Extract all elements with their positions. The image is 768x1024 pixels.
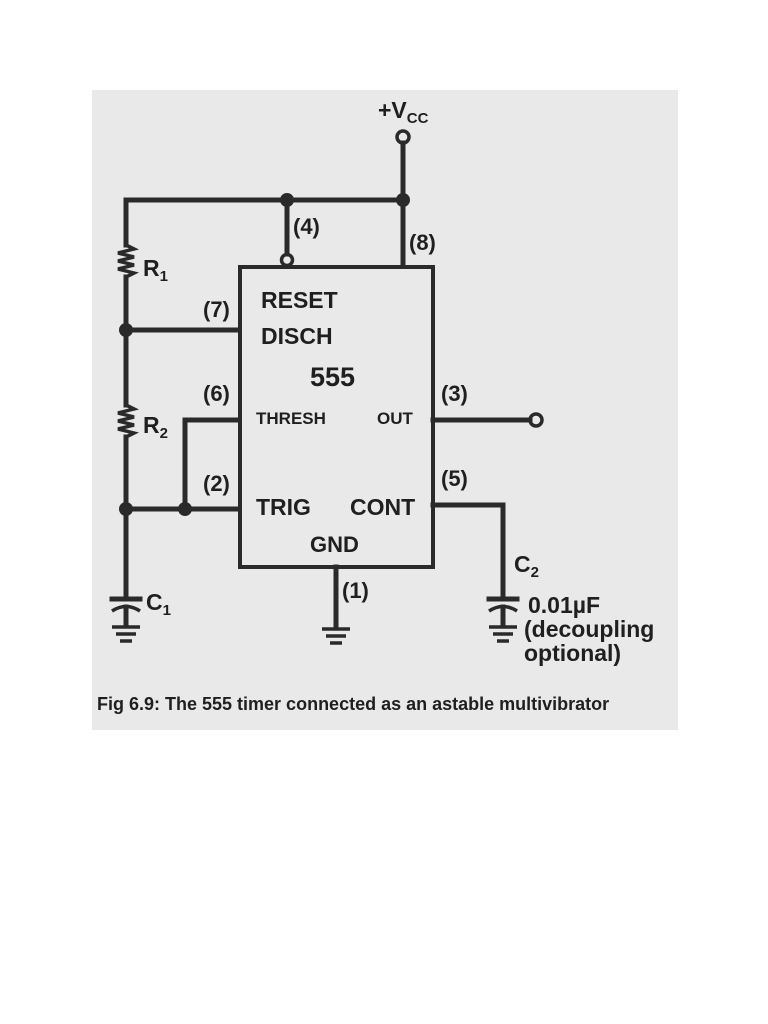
r1-label: R1: [143, 255, 168, 285]
pin-1-label: (1): [342, 578, 369, 603]
c2-note-line2: optional): [524, 640, 621, 666]
r2-label: R2: [143, 412, 168, 442]
c2-value-label: 0.01µF: [528, 592, 600, 618]
vcc-label: +VCC: [378, 97, 429, 127]
pin-5-label: (5): [441, 466, 468, 491]
c2-label: C2: [514, 551, 539, 581]
r2-resistor: [117, 403, 140, 439]
pin-6-label: (6): [203, 381, 230, 406]
chip-thresh-label: THRESH: [256, 409, 326, 428]
ground-icon: [112, 625, 140, 643]
chip-trig-label: TRIG: [256, 494, 311, 520]
output-terminal: [528, 412, 544, 428]
r1-resistor: [117, 243, 140, 279]
pin-8-label: (8): [409, 230, 436, 255]
chip-gnd-label: GND: [310, 532, 359, 557]
ground-icon: [322, 627, 350, 645]
chip-name: 555: [310, 362, 355, 392]
chip-reset-label: RESET: [261, 287, 338, 313]
ground-icon: [489, 625, 517, 643]
pin-7-label: (7): [203, 297, 230, 322]
pin-4-label: (4): [293, 214, 320, 239]
chip-disch-label: DISCH: [261, 323, 333, 349]
c1-label: C1: [146, 589, 171, 619]
c2-note-line1: (decoupling: [524, 616, 654, 642]
junction-vcc: [396, 193, 410, 207]
pin-3-label: (3): [441, 381, 468, 406]
chip-out-label: OUT: [377, 409, 414, 428]
figure-caption: Fig 6.9: The 555 timer connected as an a…: [97, 694, 609, 714]
chip-cont-label: CONT: [350, 494, 415, 520]
pin-2-label: (2): [203, 471, 230, 496]
chip-body: [238, 265, 435, 569]
